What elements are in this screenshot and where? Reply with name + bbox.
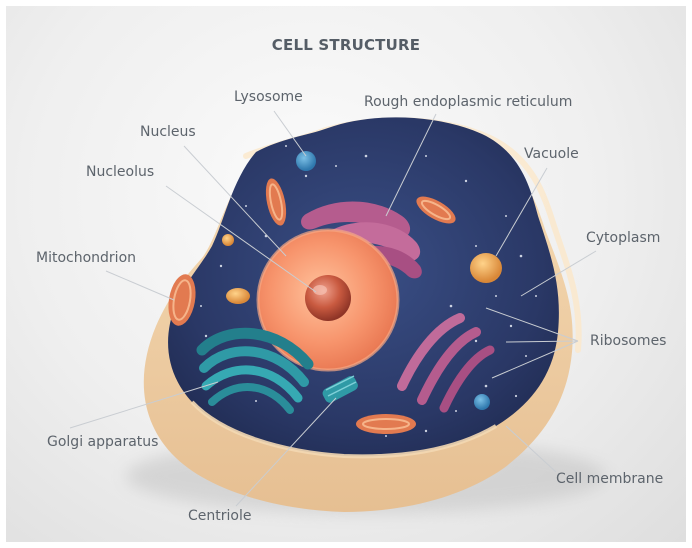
label-mitochondrion: Mitochondrion — [36, 250, 136, 266]
vacuole-organelle — [470, 253, 502, 283]
vacuole-organelle-3 — [222, 234, 234, 246]
lysosome-organelle — [296, 151, 316, 171]
label-nucleolus: Nucleolus — [86, 164, 154, 180]
label-golgi-apparatus: Golgi apparatus — [47, 434, 158, 450]
label-centriole: Centriole — [188, 508, 251, 524]
label-cell-membrane: Cell membrane — [556, 471, 663, 487]
lysosome-organelle-2 — [474, 394, 490, 410]
label-ribosomes: Ribosomes — [590, 333, 666, 349]
label-rough-er: Rough endoplasmic reticulum — [364, 94, 572, 110]
vacuole-organelle-2 — [226, 288, 250, 304]
label-vacuole: Vacuole — [524, 146, 579, 162]
diagram-frame: CELL STRUCTURE — [6, 6, 686, 542]
label-nucleus: Nucleus — [140, 124, 196, 140]
label-cytoplasm: Cytoplasm — [586, 230, 660, 246]
cell-illustration — [6, 6, 686, 542]
mitochondrion-organelle-4 — [356, 414, 416, 434]
label-lysosome: Lysosome — [234, 89, 303, 105]
nucleolus-organelle — [305, 275, 351, 321]
